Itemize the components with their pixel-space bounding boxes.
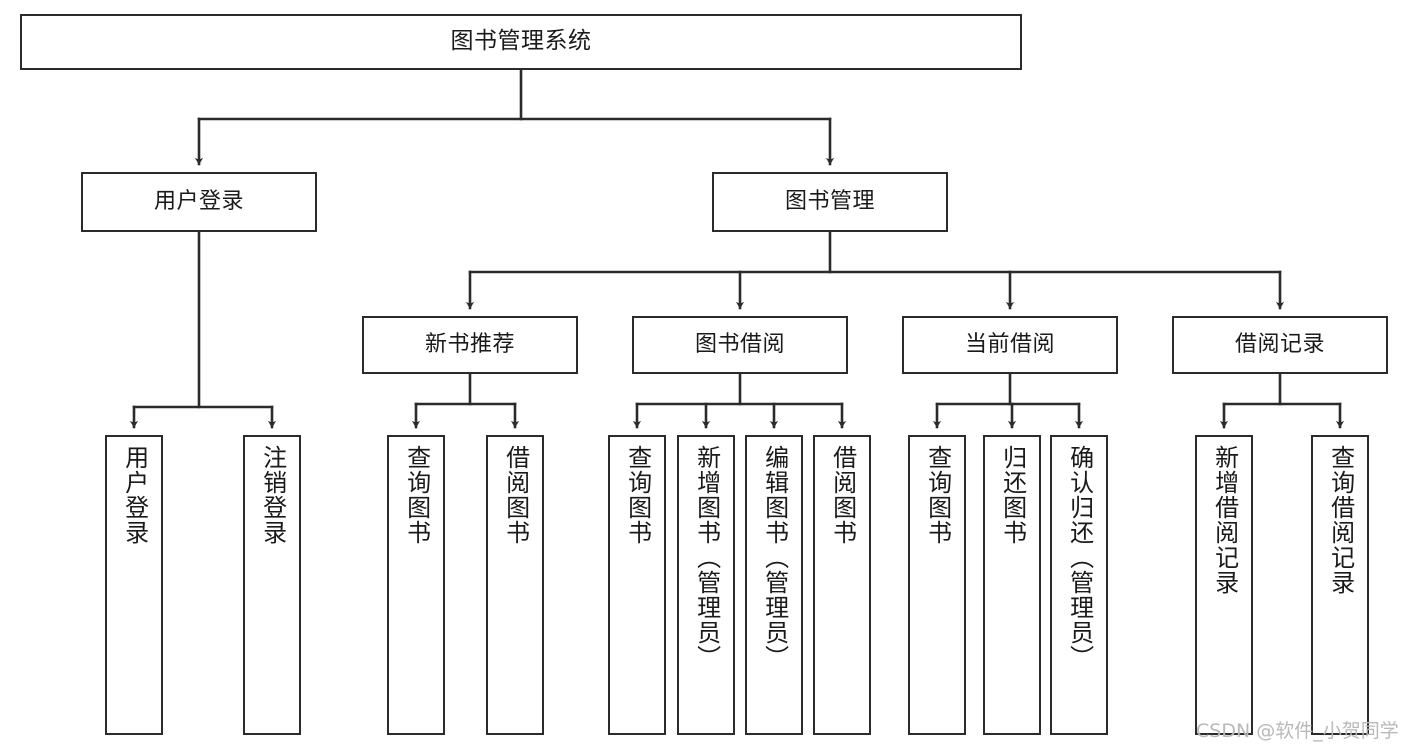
node-label: 归还图书 (998, 445, 1027, 545)
node-leaf-query-book-1[interactable]: 查询图书 (387, 435, 445, 735)
node-label: 图书管理 (784, 189, 875, 215)
node-leaf-edit-book[interactable]: 编辑图书（管理员） (745, 435, 803, 735)
csdn-watermark: CSDN @软件_小贺同学 (1196, 720, 1399, 742)
node-label: 图书管理系统 (450, 28, 592, 55)
node-leaf-query-book-2[interactable]: 查询图书 (608, 435, 666, 735)
node-label: 当前借阅 (964, 332, 1055, 358)
node-book-borrow[interactable]: 图书借阅 (632, 316, 848, 374)
node-label: 借阅图书 (501, 445, 530, 545)
node-leaf-add-borrow-record[interactable]: 新增借阅记录 (1195, 435, 1253, 735)
node-user-login[interactable]: 用户登录 (81, 172, 317, 232)
node-leaf-user-login[interactable]: 用户登录 (105, 435, 163, 735)
node-leaf-query-borrow-record[interactable]: 查询借阅记录 (1311, 435, 1369, 735)
node-label: 查询借阅记录 (1326, 445, 1355, 595)
node-new-book-recommend[interactable]: 新书推荐 (362, 316, 578, 374)
node-root-system[interactable]: 图书管理系统 (20, 14, 1022, 70)
node-label: 查询图书 (402, 445, 431, 545)
node-label: 新增图书（管理员） (692, 445, 721, 670)
node-label: 确认归还（管理员） (1065, 445, 1094, 670)
node-leaf-return-book[interactable]: 归还图书 (983, 435, 1041, 735)
node-leaf-borrow-book-1[interactable]: 借阅图书 (486, 435, 544, 735)
node-label: 新增借阅记录 (1210, 445, 1239, 595)
node-leaf-borrow-book-2[interactable]: 借阅图书 (813, 435, 871, 735)
node-label: 用户登录 (120, 445, 149, 545)
node-leaf-add-book[interactable]: 新增图书（管理员） (677, 435, 735, 735)
node-label: 图书借阅 (694, 332, 785, 358)
node-label: 编辑图书（管理员） (760, 445, 789, 670)
node-label: 用户登录 (153, 189, 244, 215)
node-label: 借阅图书 (828, 445, 857, 545)
node-label: 借阅记录 (1234, 332, 1325, 358)
node-current-borrow[interactable]: 当前借阅 (902, 316, 1118, 374)
node-borrow-record[interactable]: 借阅记录 (1172, 316, 1388, 374)
node-label: 注销登录 (258, 445, 287, 545)
node-leaf-logout-login[interactable]: 注销登录 (243, 435, 301, 735)
node-label: 查询图书 (923, 445, 952, 545)
node-label: 新书推荐 (424, 332, 515, 358)
node-leaf-query-book-3[interactable]: 查询图书 (908, 435, 966, 735)
node-label: 查询图书 (623, 445, 652, 545)
node-book-manage[interactable]: 图书管理 (712, 172, 948, 232)
node-leaf-confirm-return[interactable]: 确认归还（管理员） (1050, 435, 1108, 735)
